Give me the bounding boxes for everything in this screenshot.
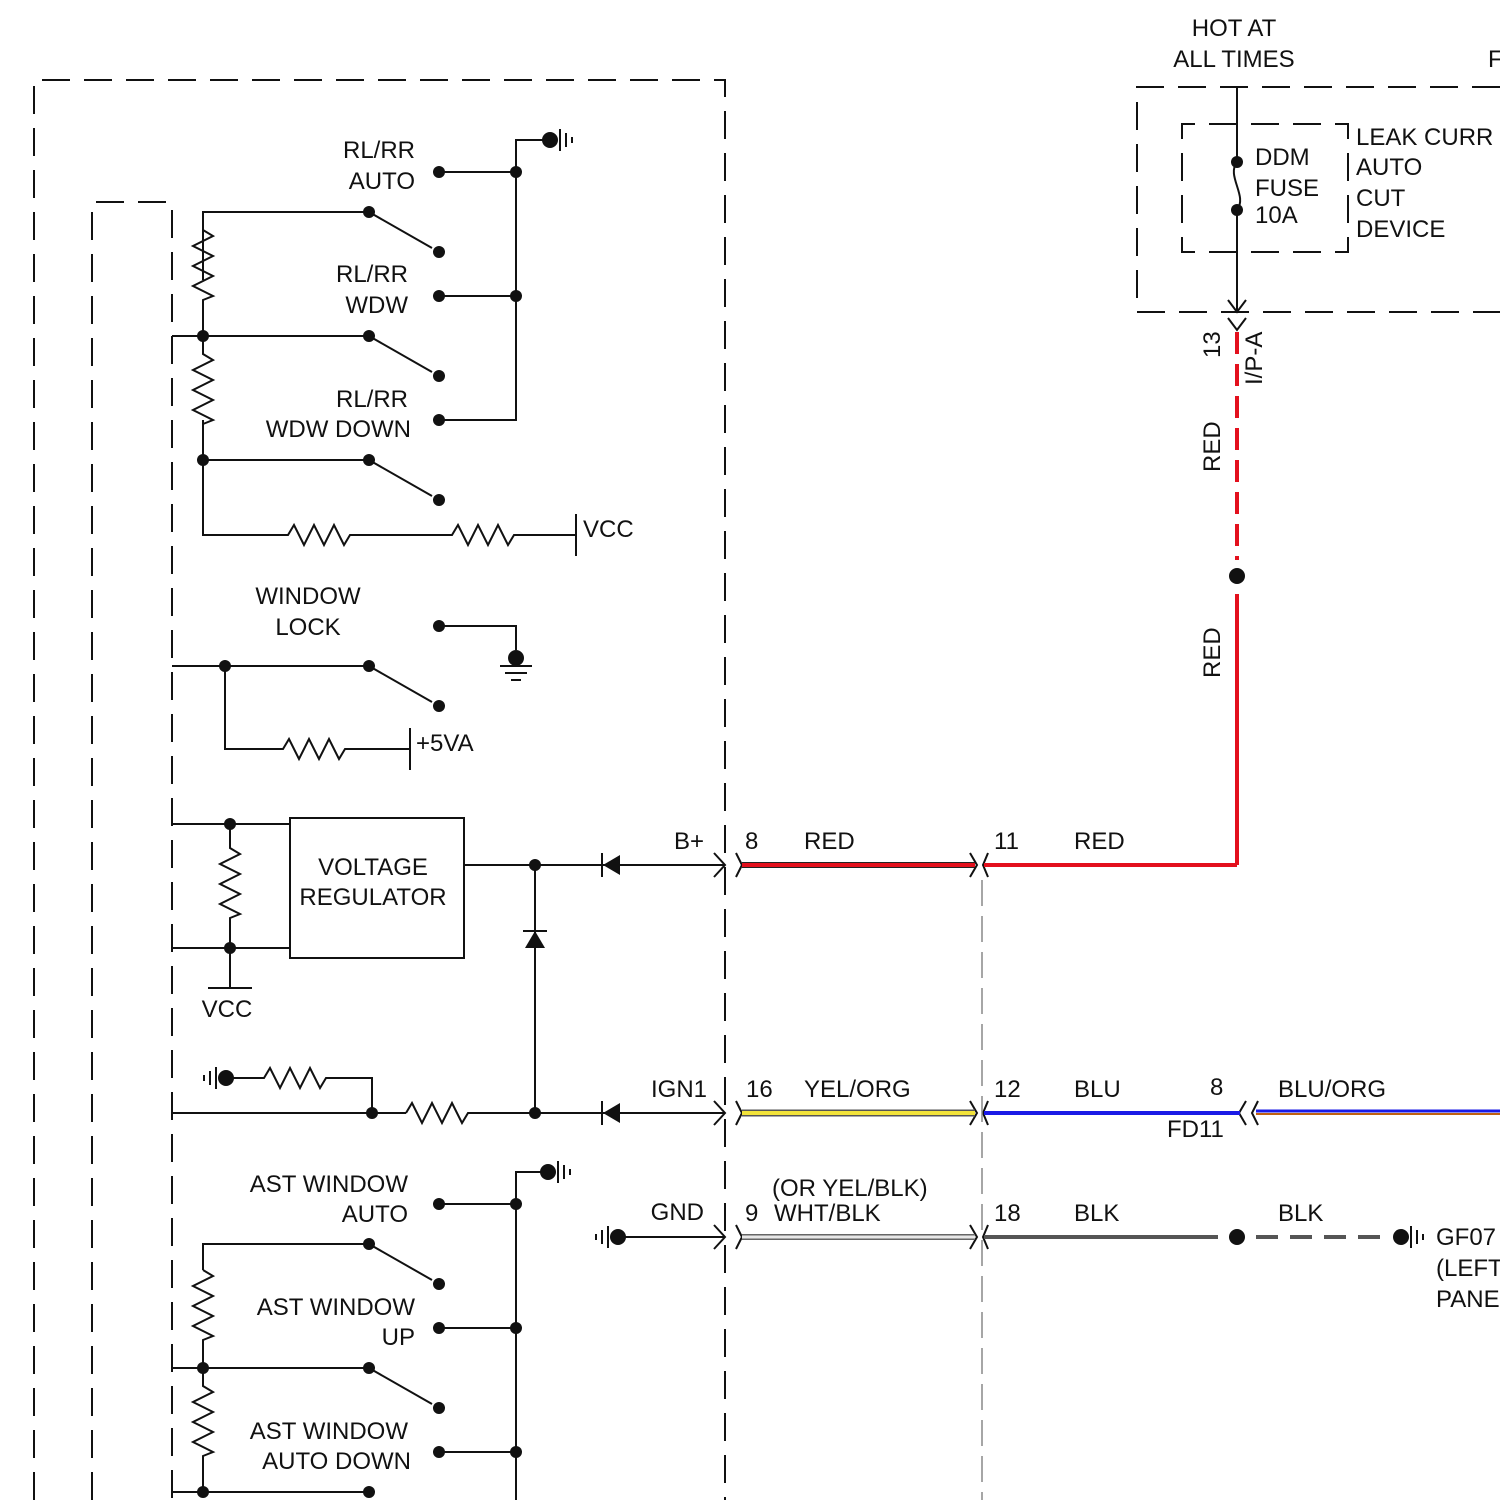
vreg-label-2: REGULATOR [299,884,446,911]
resistor-icon [226,1068,372,1113]
right-cut-label: F [1488,46,1500,73]
window-lock-label-1: WINDOW [255,583,361,610]
leak-label-3: CUT [1356,185,1406,212]
rlrr-auto-label-1: RL/RR [343,137,415,164]
wire-pin-label: 11 [994,828,1019,855]
fuse-icon [1234,162,1240,210]
ign1-label: IGN1 [651,1076,707,1103]
ddm-label: DDM [1255,144,1310,171]
resistor-icon [193,1368,213,1492]
wire-bplus: 8 RED 11 RED [742,828,1237,865]
ipa-label: I/P-A [1241,332,1268,385]
ground-icon [596,1226,608,1248]
ast-down-label-1: AST WINDOW [250,1418,409,1445]
ast-down-label-2: AUTO DOWN [262,1448,411,1475]
wire-pin-label: 8 [1210,1074,1223,1101]
ground-icon [204,1067,216,1089]
vcc-top-label: VCC [583,516,634,543]
gf07-label: GF07 [1436,1224,1496,1251]
rlrr-down-label-1: RL/RR [336,386,408,413]
leak-label-4: DEVICE [1356,216,1445,243]
resistor-icon [193,336,213,460]
wire-color-label: BLK [1278,1200,1323,1227]
fuse-amp-label: 10A [1255,202,1298,229]
voltage-regulator: VOLTAGE REGULATOR VCC [172,818,725,1113]
diode-icon [603,1103,620,1123]
red-wire-label-1: RED [1199,421,1226,472]
gf07-left-label: (LEFT [1436,1255,1500,1282]
rlrr-wdw-label-2: WDW [345,292,408,319]
leak-label-2: AUTO [1356,154,1422,181]
window-lock-label-2: LOCK [275,614,340,641]
wire-color-label: BLK [1074,1200,1119,1227]
red-wire-vertical: RED RED [1199,332,1245,865]
resistor-icon [220,824,240,948]
resistor-icon [193,1270,213,1368]
ast-switch-group: AST WINDOW AUTO AST WINDOW UP AST WINDOW… [172,1161,570,1500]
plus5va-label: +5VA [416,730,474,757]
red-wire-label-2: RED [1199,627,1226,678]
wire-pin-label: 18 [994,1200,1021,1227]
rlrr-auto-label-2: AUTO [349,168,415,195]
connector-icon [1228,318,1246,330]
fuse-label: FUSE [1255,175,1319,202]
wire-pin-label: 16 [746,1076,773,1103]
resistor-icon [225,666,410,759]
bplus-label: B+ [674,828,704,855]
wire-pin-label: 12 [994,1076,1021,1103]
wire-color-label: BLU/ORG [1278,1076,1386,1103]
resistor-icon [406,1103,725,1123]
gnd-branch [596,1226,725,1248]
wire-color-label: WHT/BLK [774,1200,881,1227]
gf07-pane-label: PANE [1436,1286,1500,1313]
ground-icon [558,1161,570,1183]
ast-up-label-1: AST WINDOW [257,1294,416,1321]
gnd-label: GND [651,1199,704,1226]
wire-color-label: BLU [1074,1076,1121,1103]
hot-at-label-2: ALL TIMES [1173,46,1294,73]
wire-ign1: 16 YEL/ORG 12 BLU 8 BLU/ORG FD11 [742,1074,1500,1143]
diode-icon [525,931,545,948]
pin-13-label: 13 [1199,331,1226,358]
ground-icon [500,666,532,680]
ast-up-label-2: UP [382,1324,415,1351]
ast-auto-label-1: AST WINDOW [250,1171,409,1198]
wire-alt-label: (OR YEL/BLK) [772,1175,928,1202]
hot-at-label-1: HOT AT [1192,15,1277,42]
rlrr-wdw-label-1: RL/RR [336,261,408,288]
vreg-label-1: VOLTAGE [318,854,428,881]
wire-color-label: RED [1074,828,1125,855]
wire-color-label: RED [804,828,855,855]
vcc-bottom-label: VCC [202,996,253,1023]
fuse-block: HOT AT ALL TIMES F DDM FUSE 10A LEAK CUR… [1137,15,1500,312]
ign1-branch [172,1067,725,1125]
wire-pin-label: 9 [745,1200,758,1227]
ast-auto-label-2: AUTO [342,1201,408,1228]
diode-icon [603,855,620,875]
connector-label: FD11 [1167,1116,1224,1143]
ground-icon [1411,1226,1423,1248]
ground-icon [560,129,572,151]
leak-label-1: LEAK CURR [1356,124,1493,151]
rlrr-switch-group: RL/RR AUTO RL/RR WDW RL/RR WDW DOWN [172,129,634,556]
wire-pin-label: 8 [745,828,758,855]
wire-gnd: (OR YEL/BLK) 9 WHT/BLK 18 BLK BLK GF07 (… [742,1175,1500,1313]
window-lock-switch: WINDOW LOCK +5VA [172,583,532,770]
wire-color-label: YEL/ORG [804,1076,911,1103]
rlrr-down-label-2: WDW DOWN [266,416,411,443]
